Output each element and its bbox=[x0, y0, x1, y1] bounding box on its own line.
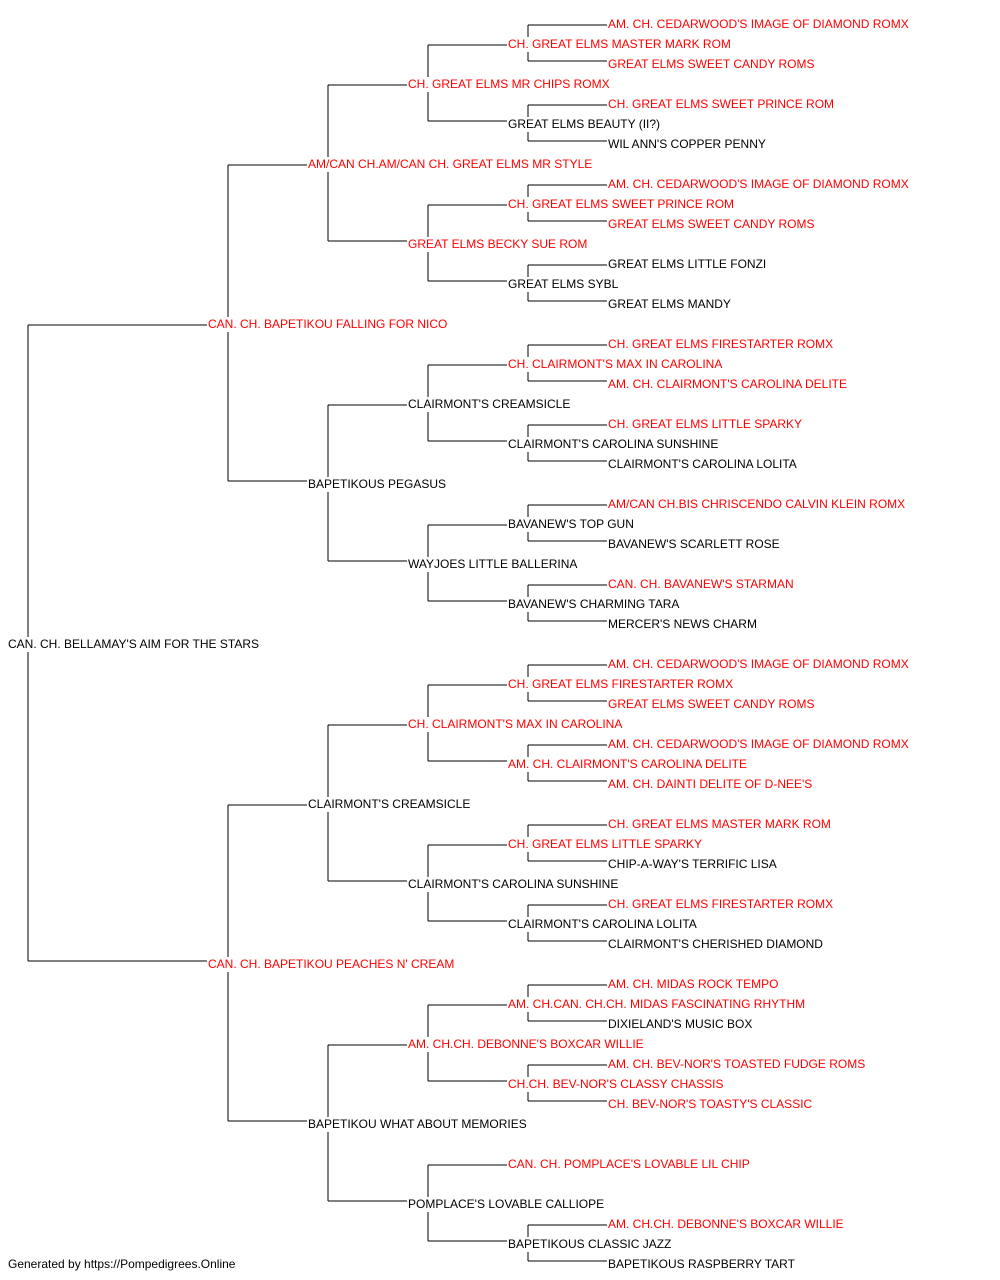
ancestor-name-gen5: AM. CH. DAINTI DELITE OF D-NEE'S bbox=[608, 777, 812, 791]
ancestor-name-gen3: CH. GREAT ELMS MR CHIPS ROMX bbox=[408, 77, 610, 91]
ancestor-name-gen5: AM/CAN CH.BIS CHRISCENDO CALVIN KLEIN RO… bbox=[608, 497, 905, 511]
ancestor-name-gen5: GREAT ELMS LITTLE FONZI bbox=[608, 257, 766, 271]
ancestor-name-gen3: CLAIRMONT'S CREAMSICLE bbox=[408, 397, 570, 411]
ancestor-name-gen2: BAPETIKOU WHAT ABOUT MEMORIES bbox=[308, 1117, 527, 1131]
ancestor-name-gen5: AM. CH. CEDARWOOD'S IMAGE OF DIAMOND ROM… bbox=[608, 177, 909, 191]
ancestor-name-gen3: WAYJOES LITTLE BALLERINA bbox=[408, 557, 577, 571]
ancestor-name-gen4: GREAT ELMS BEAUTY (II?) bbox=[508, 117, 660, 131]
ancestor-name-gen5: AM. CH. BEV-NOR'S TOASTED FUDGE ROMS bbox=[608, 1057, 865, 1071]
ancestor-name-gen5: MERCER'S NEWS CHARM bbox=[608, 617, 757, 631]
ancestor-name-gen5: AM. CH. CLAIRMONT'S CAROLINA DELITE bbox=[608, 377, 847, 391]
ancestor-name-gen5: GREAT ELMS MANDY bbox=[608, 297, 731, 311]
ancestor-name-gen5: AM. CH. CEDARWOOD'S IMAGE OF DIAMOND ROM… bbox=[608, 657, 909, 671]
ancestor-name-gen5: CH. GREAT ELMS LITTLE SPARKY bbox=[608, 417, 802, 431]
ancestor-name-gen5: CH. GREAT ELMS MASTER MARK ROM bbox=[608, 817, 831, 831]
ancestor-name-gen4: BAVANEW'S TOP GUN bbox=[508, 517, 634, 531]
ancestor-name-gen5: AM. CH. CEDARWOOD'S IMAGE OF DIAMOND ROM… bbox=[608, 17, 909, 31]
ancestor-name-gen5: GREAT ELMS SWEET CANDY ROMS bbox=[608, 697, 814, 711]
ancestor-name-gen3: POMPLACE'S LOVABLE CALLIOPE bbox=[408, 1197, 604, 1211]
ancestor-name-gen4: AM. CH. CLAIRMONT'S CAROLINA DELITE bbox=[508, 757, 747, 771]
ancestor-name-gen4: CH. CLAIRMONT'S MAX IN CAROLINA bbox=[508, 357, 722, 371]
ancestor-name-gen5: BAVANEW'S SCARLETT ROSE bbox=[608, 537, 780, 551]
ancestor-name-gen5: CHIP-A-WAY'S TERRIFIC LISA bbox=[608, 857, 777, 871]
generated-by-footer: Generated by https://Pompedigrees.Online bbox=[8, 1257, 236, 1271]
ancestor-name-gen5: CLAIRMONT'S CHERISHED DIAMOND bbox=[608, 937, 823, 951]
ancestor-name-gen5: CH. GREAT ELMS SWEET PRINCE ROM bbox=[608, 97, 834, 111]
ancestor-name-gen3: CH. CLAIRMONT'S MAX IN CAROLINA bbox=[408, 717, 622, 731]
ancestor-name-gen4: CH. GREAT ELMS FIRESTARTER ROMX bbox=[508, 677, 733, 691]
ancestor-name-gen5: CH. BEV-NOR'S TOASTY'S CLASSIC bbox=[608, 1097, 813, 1111]
ancestor-name-gen4: AM. CH.CAN. CH.CH. MIDAS FASCINATING RHY… bbox=[508, 997, 805, 1011]
subject-dog-name: CAN. CH. BELLAMAY'S AIM FOR THE STARS bbox=[8, 637, 259, 651]
ancestor-name-gen4: CH. GREAT ELMS SWEET PRINCE ROM bbox=[508, 197, 734, 211]
ancestor-name-gen4: CH. GREAT ELMS MASTER MARK ROM bbox=[508, 37, 731, 51]
ancestor-name-gen2: CLAIRMONT'S CREAMSICLE bbox=[308, 797, 470, 811]
ancestor-name-gen3: GREAT ELMS BECKY SUE ROM bbox=[408, 237, 587, 251]
ancestor-name-gen5: BAPETIKOUS RASPBERRY TART bbox=[608, 1257, 796, 1271]
ancestor-name-gen5: CAN. CH. BAVANEW'S STARMAN bbox=[608, 577, 794, 591]
ancestor-name-gen4: GREAT ELMS SYBL bbox=[508, 277, 619, 291]
ancestor-name-gen2: BAPETIKOUS PEGASUS bbox=[308, 477, 446, 491]
ancestor-name-gen4: BAVANEW'S CHARMING TARA bbox=[508, 597, 679, 611]
ancestor-name-gen5: AM. CH. CEDARWOOD'S IMAGE OF DIAMOND ROM… bbox=[608, 737, 909, 751]
ancestor-name-gen5: AM. CH.CH. DEBONNE'S BOXCAR WILLIE bbox=[608, 1217, 844, 1231]
ancestor-name-gen4: CLAIRMONT'S CAROLINA SUNSHINE bbox=[508, 437, 718, 451]
ancestor-name-gen5: WIL ANN'S COPPER PENNY bbox=[608, 137, 766, 151]
ancestor-name-gen5: CH. GREAT ELMS FIRESTARTER ROMX bbox=[608, 337, 833, 351]
ancestor-name-gen1: CAN. CH. BAPETIKOU PEACHES N' CREAM bbox=[208, 957, 454, 971]
ancestor-name-gen4: CH.CH. BEV-NOR'S CLASSY CHASSIS bbox=[508, 1077, 723, 1091]
ancestor-name-gen4: CLAIRMONT'S CAROLINA LOLITA bbox=[508, 917, 697, 931]
ancestor-name-gen5: CLAIRMONT'S CAROLINA LOLITA bbox=[608, 457, 797, 471]
ancestor-name-gen2: AM/CAN CH.AM/CAN CH. GREAT ELMS MR STYLE bbox=[308, 157, 592, 171]
ancestor-name-gen5: DIXIELAND'S MUSIC BOX bbox=[608, 1017, 752, 1031]
ancestor-name-gen3: CLAIRMONT'S CAROLINA SUNSHINE bbox=[408, 877, 618, 891]
ancestor-name-gen5: GREAT ELMS SWEET CANDY ROMS bbox=[608, 217, 814, 231]
ancestor-name-gen1: CAN. CH. BAPETIKOU FALLING FOR NICO bbox=[208, 317, 447, 331]
ancestor-name-gen4: CAN. CH. POMPLACE'S LOVABLE LIL CHIP bbox=[508, 1157, 750, 1171]
ancestor-name-gen5: CH. GREAT ELMS FIRESTARTER ROMX bbox=[608, 897, 833, 911]
ancestor-name-gen5: GREAT ELMS SWEET CANDY ROMS bbox=[608, 57, 814, 71]
ancestor-name-gen4: CH. GREAT ELMS LITTLE SPARKY bbox=[508, 837, 702, 851]
ancestor-name-gen3: AM. CH.CH. DEBONNE'S BOXCAR WILLIE bbox=[408, 1037, 644, 1051]
ancestor-name-gen4: BAPETIKOUS CLASSIC JAZZ bbox=[508, 1237, 671, 1251]
ancestor-name-gen5: AM. CH. MIDAS ROCK TEMPO bbox=[608, 977, 778, 991]
